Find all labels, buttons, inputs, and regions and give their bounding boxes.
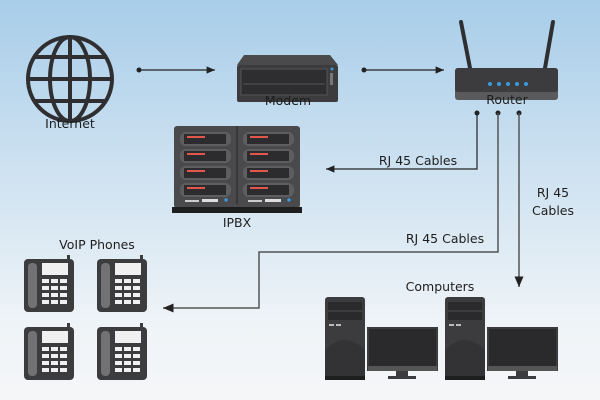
internet-label: Internet	[45, 116, 95, 131]
router-icon	[455, 20, 558, 100]
rj45-label-computers-1: RJ 45	[537, 185, 569, 200]
rj45-label-phones: RJ 45 Cables	[406, 231, 484, 246]
voip-phone-icon	[24, 323, 74, 380]
voip-phone-icon	[24, 255, 74, 312]
computers-label: Computers	[406, 279, 475, 294]
ipbx-label: IPBX	[223, 215, 252, 230]
modem-icon	[237, 55, 338, 102]
voip-phones-label: VoIP Phones	[59, 237, 135, 252]
globe-icon	[26, 35, 114, 123]
voip-phone-icon	[97, 255, 147, 312]
computer-icon	[325, 297, 438, 380]
modem-label: Modem	[265, 93, 311, 108]
connector-router-ipbx	[326, 110, 480, 173]
connector-modem-router	[361, 66, 444, 74]
rj45-label-ipbx: RJ 45 Cables	[379, 153, 457, 168]
computer-icon	[445, 297, 558, 380]
router-label: Router	[486, 92, 528, 107]
ipbx-server-icon	[172, 126, 302, 213]
connector-router-computers	[514, 110, 524, 287]
rj45-label-computers-2: Cables	[532, 203, 574, 218]
voip-phone-icon	[97, 323, 147, 380]
connector-internet-modem	[136, 66, 215, 74]
connector-router-phones	[163, 110, 501, 313]
